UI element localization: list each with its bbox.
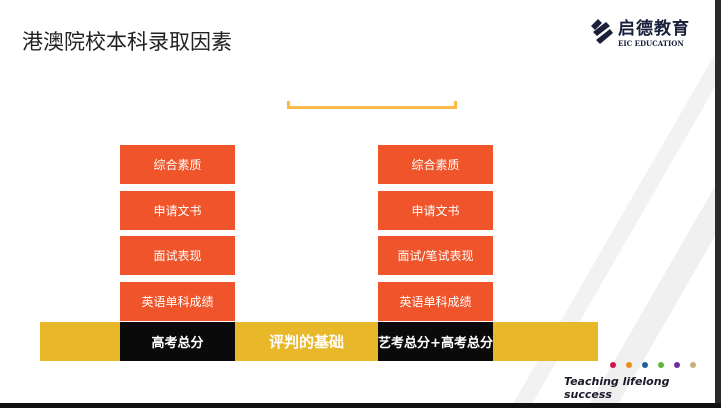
right-base: 艺考总分+高考总分 bbox=[378, 322, 493, 361]
right-item: 英语单科成绩 bbox=[378, 282, 493, 321]
logo-icon bbox=[591, 19, 613, 44]
window-edge bbox=[715, 0, 721, 408]
bracket-decoration bbox=[287, 101, 457, 109]
dot bbox=[642, 362, 648, 368]
slogan: Teaching lifelong success bbox=[564, 375, 670, 401]
left-item: 面试表现 bbox=[120, 236, 235, 275]
dot bbox=[674, 362, 680, 368]
footer-bar bbox=[0, 403, 721, 408]
logo-en: EIC EDUCATION bbox=[618, 39, 684, 48]
logo-cn: 启德教育 bbox=[618, 19, 690, 39]
dot bbox=[610, 362, 616, 368]
left-base: 高考总分 bbox=[120, 322, 235, 361]
slide-title: 港澳院校本科录取因素 bbox=[22, 30, 232, 54]
left-item: 综合素质 bbox=[120, 145, 235, 184]
left-item: 英语单科成绩 bbox=[120, 282, 235, 321]
color-dots bbox=[610, 362, 696, 368]
right-item: 综合素质 bbox=[378, 145, 493, 184]
dot bbox=[658, 362, 664, 368]
right-item: 面试/笔试表现 bbox=[378, 236, 493, 275]
dot bbox=[626, 362, 632, 368]
base-label: 评判的基础 bbox=[268, 333, 344, 351]
right-item: 申请文书 bbox=[378, 191, 493, 230]
left-item: 申请文书 bbox=[120, 191, 235, 230]
dot bbox=[690, 362, 696, 368]
